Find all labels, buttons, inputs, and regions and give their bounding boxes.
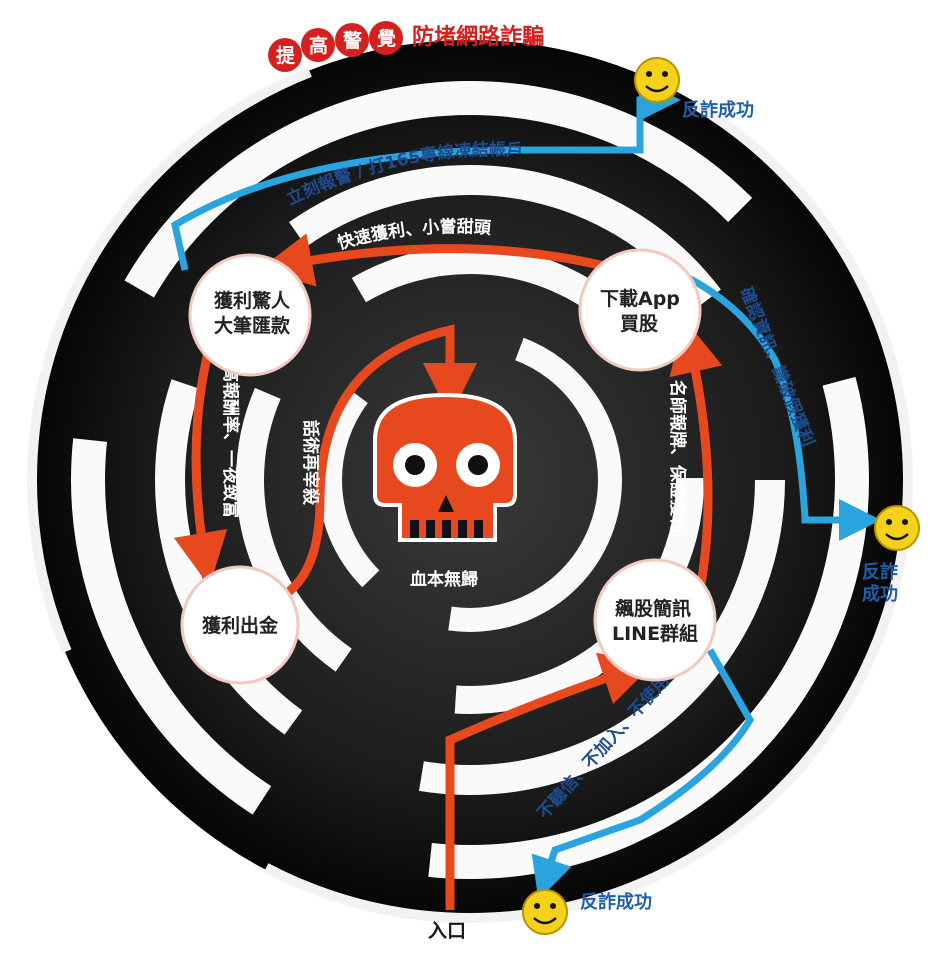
title-badge <box>268 38 302 72</box>
red-path-quick-profit <box>258 233 622 287</box>
node-line-group: 飆股簡訊 LINE群組 <box>593 558 717 682</box>
node-label: 買股 <box>620 313 658 335</box>
label-high-return: 高報酬率、一夜致富 <box>220 365 241 518</box>
node-download-app: 下載App 買股 <box>578 248 702 372</box>
smiley-icon <box>522 889 568 935</box>
node-label: 下載App <box>600 287 680 310</box>
node-profit-remit: 獲利驚人 大筆匯款 <box>188 253 312 377</box>
node-label: LINE群組 <box>612 622 698 645</box>
blue-path-refuse <box>531 648 755 900</box>
smiley-icon <box>874 505 920 551</box>
entry-label: 入口 <box>428 920 466 942</box>
smiley-icon <box>634 57 680 103</box>
red-path-entry <box>445 652 656 910</box>
success-label-bottom: 反詐成功 <box>580 891 652 913</box>
node-label: 飆股簡訊 <box>615 597 691 620</box>
label-famous-teacher: 名師報牌、保證獲利 <box>667 380 688 533</box>
skull-caption: 血本無歸 <box>410 569 478 590</box>
node-cash-out: 獲利出金 <box>180 565 300 685</box>
red-path-famous-teacher <box>669 318 723 591</box>
node-label: 獲利驚人 <box>214 289 291 312</box>
node-label: 獲利出金 <box>202 614 279 637</box>
title-badge-text: 覺 <box>376 27 396 50</box>
title-badge <box>369 21 403 55</box>
red-path-rhetoric <box>273 324 477 605</box>
title: 提 高 警 覺 防堵網路詐騙 <box>268 21 544 72</box>
blue-path-report <box>171 79 681 271</box>
blue-paths <box>171 79 881 900</box>
success-label-top: 反詐成功 <box>682 99 754 121</box>
red-path-high-return <box>173 343 228 587</box>
skull-icon <box>373 392 517 542</box>
title-badge <box>335 23 369 57</box>
success-label-right: 成功 <box>862 583 898 605</box>
title-badge-text: 警 <box>343 29 362 52</box>
title-subtitle: 防堵網路詐騙 <box>412 24 544 50</box>
blue-path-verify <box>670 266 881 541</box>
title-badge-text: 提 <box>276 44 296 67</box>
success-label-right: 反詐 <box>862 561 898 583</box>
label-rhetoric: 話術再宰殺 <box>300 420 321 506</box>
title-badge <box>301 28 335 62</box>
red-paths <box>173 233 723 910</box>
title-badge-text: 高 <box>309 34 328 57</box>
node-label: 大筆匯款 <box>214 314 291 337</box>
